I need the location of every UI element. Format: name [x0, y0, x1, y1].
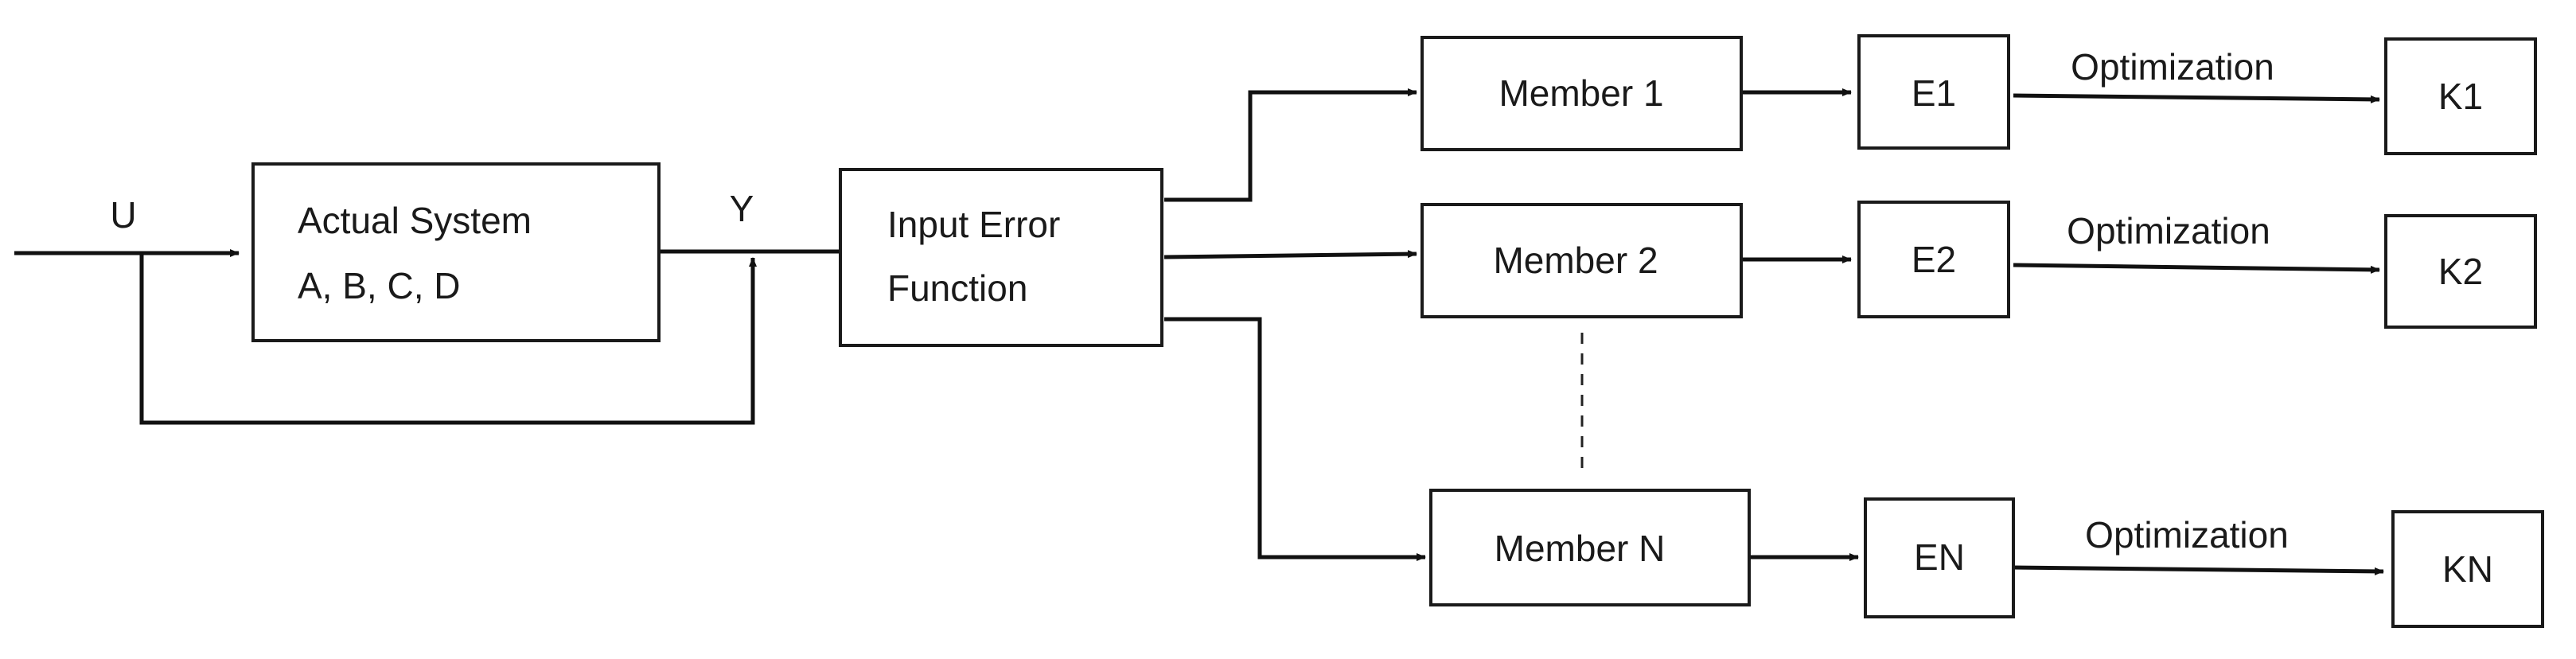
- branch-n: Member N EN Optimization KN: [1429, 489, 2544, 628]
- input-u-label: U: [110, 194, 136, 236]
- e1-to-k1-wire: [2013, 93, 2380, 103]
- branch-n-wire: [1164, 317, 1426, 561]
- en-to-kn-wire: [2013, 565, 2384, 575]
- kn-label: KN: [2442, 548, 2493, 590]
- member-2-block: [1421, 203, 1743, 318]
- feedthrough-wire: [139, 253, 757, 425]
- k2-label: K2: [2438, 251, 2483, 292]
- input-error-function-subtitle: Function: [887, 267, 1027, 309]
- branch-2-wire: [1163, 250, 1417, 259]
- e2-label: E2: [1912, 239, 1956, 280]
- e1-label: E1: [1912, 72, 1956, 114]
- branch-1-wire: [1164, 88, 1417, 202]
- input-error-function-block: Input Error Function: [839, 168, 1163, 347]
- en-label: EN: [1914, 536, 1965, 578]
- actual-system-title: Actual System: [298, 200, 532, 241]
- e2-to-k2-wire: [2013, 263, 2380, 274]
- member-1-label: Member 1: [1498, 72, 1663, 114]
- branch-1: Member 1 E1 Optimization K1: [1421, 34, 2537, 155]
- connectors: [14, 88, 2384, 575]
- actual-system-matrices: A, B, C, D: [298, 265, 460, 306]
- actual-system-block: Actual System A, B, C, D: [251, 162, 661, 342]
- optimization-2-label: Optimization: [2067, 210, 2270, 252]
- e1-block: [1857, 34, 2010, 150]
- k2-block: [2384, 214, 2537, 329]
- optimization-n-label: Optimization: [2085, 514, 2289, 556]
- member-n-label: Member N: [1495, 528, 1666, 569]
- branch-2: Member 2 E2 Optimization K2: [1421, 201, 2537, 329]
- en-block: [1864, 497, 2015, 618]
- k1-block: [2384, 37, 2537, 155]
- input-error-function-title: Input Error: [887, 204, 1060, 245]
- member-1-block: [1421, 36, 1743, 151]
- k1-label: K1: [2438, 76, 2483, 117]
- kn-block: [2391, 510, 2544, 628]
- member-n-block: [1429, 489, 1751, 606]
- e2-block: [1857, 201, 2010, 318]
- member-2-label: Member 2: [1493, 240, 1658, 281]
- output-y-label: Y: [730, 188, 754, 229]
- optimization-1-label: Optimization: [2071, 46, 2274, 88]
